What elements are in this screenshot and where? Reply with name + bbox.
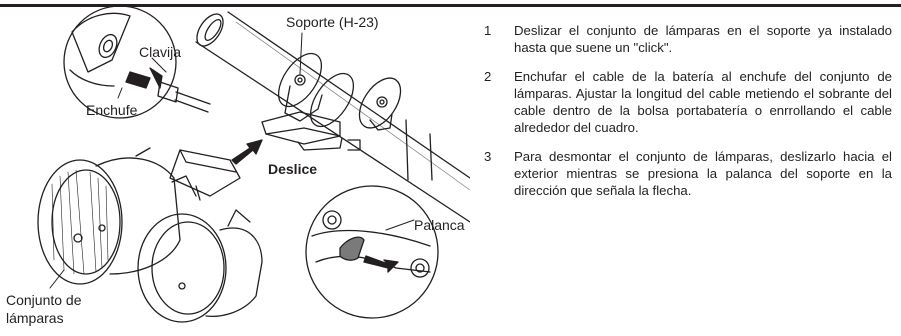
handlebar-tube (195, 11, 471, 223)
instruction-step: 1 Deslizar el conjunto de lámparas en el… (484, 22, 892, 57)
step-number: 3 (484, 148, 492, 164)
top-rule (0, 4, 901, 7)
bracket-label: Soporte (H-23) (286, 14, 379, 30)
lamp-set-label-line1: Conjunto de (6, 292, 82, 308)
plug-inset (63, 5, 211, 119)
step-text: Enchufar el cable de la batería al enchu… (514, 68, 892, 136)
illustration: Soporte (H-23) Clavija Enchufe Deslice P… (6, 5, 471, 326)
plug-label: Clavija (139, 44, 182, 60)
lever-inset (305, 185, 439, 319)
step-number: 2 (484, 68, 492, 84)
step-text: Deslizar el conjunto de lámparas en el s… (514, 23, 892, 56)
instruction-step: 3 Para desmontar el conjunto de lámparas… (484, 148, 892, 200)
slide-arrow (231, 139, 263, 165)
socket-label: Enchufe (86, 102, 138, 118)
instruction-steps: 1 Deslizar el conjunto de lámparas en el… (484, 22, 892, 211)
bracket-clamp (277, 52, 402, 131)
bracket-rail (261, 111, 361, 151)
slide-label: Deslice (268, 161, 318, 177)
lever-label: Palanca (414, 217, 465, 233)
step-number: 1 (484, 23, 492, 38)
stem (405, 119, 433, 181)
leader-lines (49, 32, 415, 289)
instruction-step: 2 Enchufar el cable de la batería al enc… (484, 68, 892, 137)
lamp-set (37, 147, 263, 323)
lamp-set-label-line2: lámparas (6, 310, 64, 326)
lamp-bracket-drawing (37, 5, 471, 323)
step-text: Para desmontar el conjunto de lámparas, … (514, 148, 892, 199)
